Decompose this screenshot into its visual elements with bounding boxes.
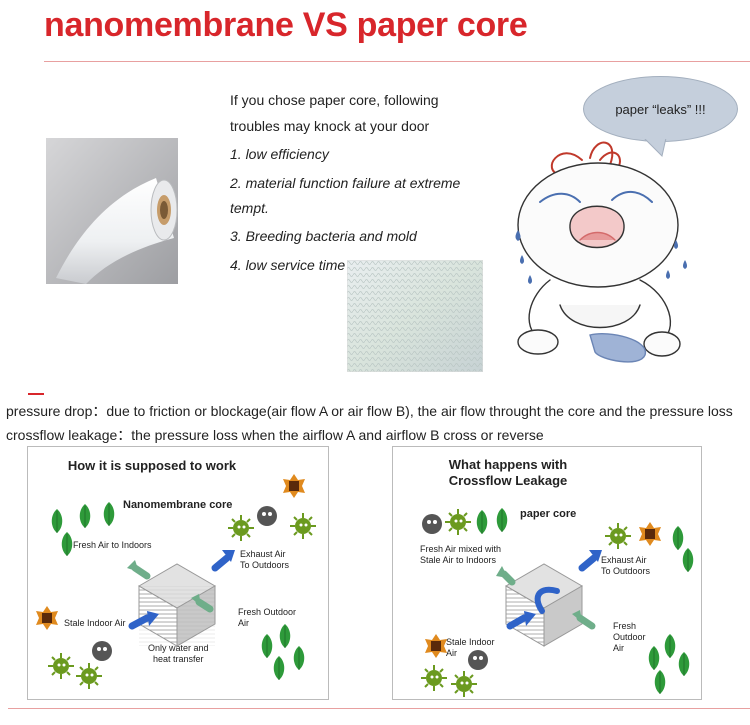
panel-left-core-label: Nanomembrane core <box>123 499 233 511</box>
page-title: nanomembrane VS paper core <box>44 6 528 44</box>
panel-left-title: How it is supposed to work <box>67 458 237 473</box>
paper-roll-photo <box>46 138 178 284</box>
speech-bubble: paper “leaks” !!! <box>583 76 738 142</box>
bottom-divider <box>8 708 750 709</box>
crying-baby-drawing <box>515 141 687 363</box>
trouble-intro-line1: If you chose paper core, following <box>230 92 439 108</box>
trouble-item: 2. material function failure at extreme <box>230 175 461 191</box>
trouble-item: tempt. <box>230 200 269 216</box>
trouble-item: 3. Breeding bacteria and mold <box>230 228 417 244</box>
title-divider <box>44 61 750 62</box>
trouble-item: 1. low efficiency <box>230 146 329 162</box>
panel-right-core-label: paper core <box>520 508 577 520</box>
speech-bubble-tail <box>642 136 667 157</box>
panel-left-fresh-in-label: Fresh Air to Indoors <box>73 540 152 550</box>
panel-left-illustration <box>36 474 317 690</box>
note-crossflow-leakage: crossflow leakage：the pressure loss when… <box>6 427 544 443</box>
note-pressure-drop: pressure drop：due to friction or blockag… <box>6 403 733 419</box>
speech-bubble-text: paper “leaks” !!! <box>615 101 706 117</box>
accent-dash <box>28 393 44 395</box>
trouble-intro-line2: troubles may knock at your door <box>230 118 430 134</box>
paper-core-photo <box>347 260 483 372</box>
panel-right-illustration <box>420 507 694 698</box>
trouble-item: 4. low service time <box>230 257 346 273</box>
panel-left-stale-label: Stale Indoor Air <box>64 618 126 628</box>
